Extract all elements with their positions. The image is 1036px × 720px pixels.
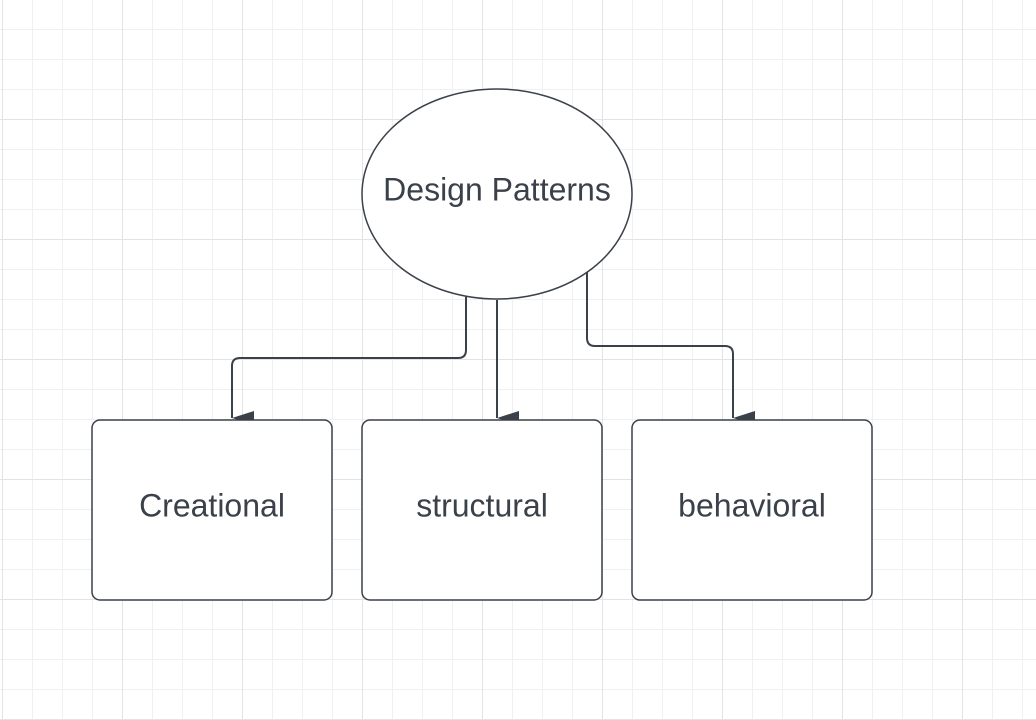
root-node-label: Design Patterns: [383, 171, 611, 207]
child-node-shape: [361, 419, 603, 601]
child-node-shape: [631, 419, 873, 601]
child-node-label-creational: Creational: [139, 487, 285, 523]
child-node-label-behavioral: behavioral: [678, 487, 826, 523]
child-node-shape: [91, 419, 333, 601]
child-node-creational[interactable]: Creational: [91, 419, 333, 601]
child-node-label-structural: structural: [416, 487, 548, 523]
root-node-shape: [361, 88, 633, 300]
connector-root-to-behavioral[interactable]: [586, 272, 755, 425]
child-node-behavioral[interactable]: behavioral: [631, 419, 873, 601]
connector-root-to-creational[interactable]: [231, 297, 467, 425]
child-node-structural[interactable]: structural: [361, 419, 603, 601]
root-node-design-patterns[interactable]: Design Patterns: [361, 88, 633, 300]
